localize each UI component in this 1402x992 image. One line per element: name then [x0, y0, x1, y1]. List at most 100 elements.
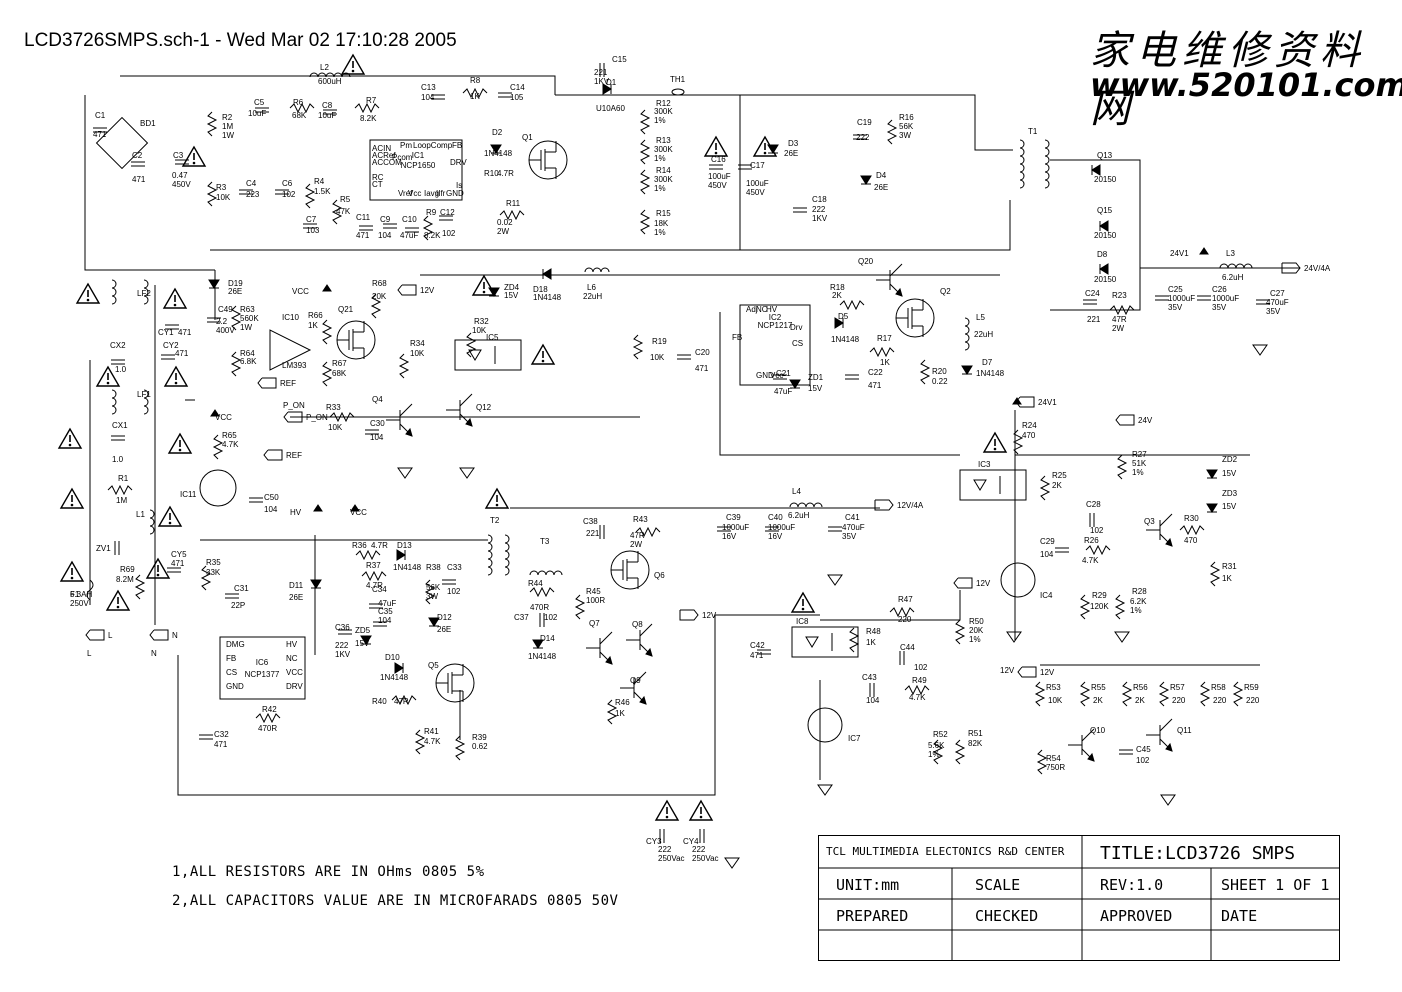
ic1-pin-fb: FB [452, 141, 462, 150]
r55-value: 2K [1093, 696, 1103, 705]
c25-value: 35V [1168, 303, 1183, 312]
supply-arrow-icon [350, 504, 360, 512]
c17-ref: C17 [750, 161, 765, 170]
r30-ref: R30 [1184, 514, 1199, 523]
cy2-value: 471 [175, 349, 189, 358]
d3-value: 26E [784, 149, 798, 158]
c17-capacitor [738, 164, 752, 170]
cy3-ref: CY3 [646, 837, 662, 846]
d19-ref: D19 [228, 279, 243, 288]
c12-value: 102 [442, 229, 456, 238]
r17-ref: R17 [877, 334, 892, 343]
d10-value: 1N4148 [380, 673, 409, 682]
ic2-ref: IC2 [769, 313, 782, 322]
net-12v-1-flag [397, 284, 417, 296]
q8-ref: Q8 [632, 620, 643, 629]
r65-ref: R65 [222, 431, 237, 440]
r19-value: 10K [650, 353, 665, 362]
ic1-pin-acref: ACRef [372, 151, 396, 160]
r51-resistor [954, 739, 966, 765]
c26-value: 35V [1212, 303, 1227, 312]
c41-ref: C41 [845, 513, 860, 522]
bd1-ref: BD1 [140, 119, 156, 128]
r17-value: 1K [880, 358, 890, 367]
c14-capacitor [498, 92, 512, 98]
c38-value: 221 [586, 529, 600, 538]
q15-value: 20150 [1094, 231, 1117, 240]
supply-arrow-icon [210, 409, 220, 417]
r43-resistor [635, 526, 661, 538]
lf2b-inductor [143, 279, 149, 305]
c15-ref: C15 [612, 55, 627, 64]
r66-ref: R66 [308, 311, 323, 320]
c8-value: 10uF [318, 111, 336, 120]
c49-value: 400V [216, 326, 235, 335]
c9-ref: C9 [380, 215, 391, 224]
ic1-pin-iifr: IIfr [436, 189, 446, 198]
r57-resistor [1158, 681, 1170, 707]
q20-ref: Q20 [858, 257, 874, 266]
t1-ref: T1 [1028, 127, 1038, 136]
q13-ref: Q13 [1097, 151, 1113, 160]
r5-ref: R5 [340, 195, 351, 204]
tb-checked: CHECKED [975, 907, 1039, 925]
net-24v-4a-label: 24V/4A [1304, 264, 1331, 273]
c2-ref: C2 [132, 151, 143, 160]
supply-arrow-icon [313, 504, 323, 512]
cy4-value: 222 [692, 845, 706, 854]
q1-ref: Q1 [522, 133, 533, 142]
zd4-ref: ZD4 [504, 283, 520, 292]
warning-icon [340, 53, 366, 75]
warning-icon [688, 799, 714, 821]
r43-value: 2W [630, 540, 642, 549]
c9-capacitor [383, 223, 397, 229]
r63-value: 560K [240, 314, 259, 323]
r25-resistor [1039, 475, 1051, 501]
cy5-capacitor [167, 567, 181, 573]
c16-value: 100uF [708, 172, 731, 181]
l3-inductor [1219, 263, 1253, 269]
r19-ref: R19 [652, 337, 667, 346]
ic6-pin-vcc-r: VCC [286, 668, 303, 677]
q10-transistor [1068, 728, 1095, 762]
ic1-pin-iavg: Iavg [424, 189, 439, 198]
l6-inductor [584, 267, 610, 273]
warning-icon [471, 274, 497, 296]
ic6-box [219, 636, 306, 700]
c32-capacitor [199, 734, 213, 740]
r42-ref: R42 [262, 705, 277, 714]
r32-ref: R32 [474, 317, 489, 326]
ic8-optocoupler [791, 626, 859, 658]
c5-value: 10uF [248, 109, 266, 118]
ic6-pin-nc-r: NC [286, 654, 298, 663]
c33-ref: C33 [447, 563, 462, 572]
ic6-pin-dmg: DMG [226, 640, 245, 649]
r7-ref: R7 [366, 96, 377, 105]
r5-value: 47K [336, 207, 351, 216]
ic6-pin-drv-r: DRV [286, 682, 303, 691]
c45-ref: C45 [1136, 745, 1151, 754]
d18-ref: D18 [533, 285, 548, 294]
r8-value: 1K [470, 92, 480, 101]
warning-icon [57, 427, 83, 449]
net-12v-3-flag [953, 577, 973, 589]
r42-resistor [255, 712, 281, 724]
cy2-capacitor [161, 354, 175, 360]
c7-capacitor [303, 223, 317, 229]
c43-value: 104 [866, 696, 880, 705]
lf1-inductor [111, 389, 117, 415]
net-ref-1-label: REF [280, 379, 296, 388]
r56-value: 2K [1135, 696, 1145, 705]
l3-value: 6.2uH [1222, 273, 1244, 282]
r59-resistor [1232, 681, 1244, 707]
c25-value: 1000uF [1168, 294, 1195, 303]
d7-diode [961, 365, 973, 375]
q15-ref: Q15 [1097, 206, 1113, 215]
warning-icon [484, 487, 510, 509]
d11-value: 26E [289, 593, 303, 602]
r34-ref: R34 [410, 339, 425, 348]
c37-value: 102 [544, 613, 558, 622]
d2-diode [490, 144, 502, 154]
r11-resistor [499, 209, 525, 221]
r14-value: 300K [654, 175, 673, 184]
